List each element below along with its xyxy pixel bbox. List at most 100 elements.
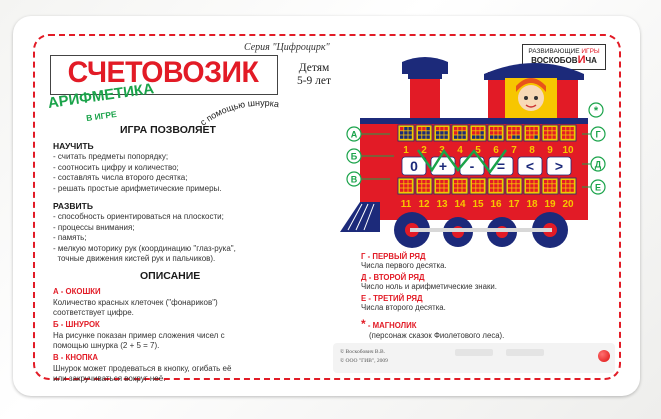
window-cell: 9	[541, 124, 559, 156]
window-number: 6	[493, 145, 499, 156]
legend-row-magnolik: * - МАГНОЛИК (персонаж сказок Фиолетовог…	[361, 317, 504, 340]
window-cell: 7	[505, 124, 523, 156]
desc-item-b: Б - ШНУРОК На рисунке показан пример сло…	[53, 320, 225, 352]
window-cell: 17	[505, 177, 523, 210]
sign-symbol: >	[555, 158, 563, 174]
list-item: - составлять числа второго десятка;	[53, 173, 188, 183]
legend-row-e: Е - ТРЕТИЙ РЯД Числа второго десятка.	[361, 294, 446, 312]
legend-text: Числа второго десятка.	[361, 303, 446, 312]
cowcatcher	[340, 202, 380, 232]
window-cell: 16	[487, 177, 505, 210]
row-label-letter: Д	[595, 160, 602, 170]
row-label-letter: А	[351, 130, 358, 140]
window-number: 17	[508, 199, 520, 210]
window-cell: 11	[397, 177, 415, 210]
legend-text: (персонаж сказок Фиолетового леса).	[369, 331, 505, 340]
legend-title: * - МАГНОЛИК	[361, 317, 504, 331]
desc-title: В - КНОПКА	[53, 353, 99, 362]
window-cell: 15	[469, 177, 487, 210]
sign-cell: 0	[401, 156, 427, 176]
brand-line1: РАЗВИВАЮЩИЕ	[528, 48, 580, 55]
window-cell: 4	[451, 124, 469, 156]
rope	[417, 148, 507, 175]
sign-symbol: <	[526, 158, 534, 174]
list-item: - считать предметы попорядку;	[53, 152, 169, 161]
list-item: - решать простые арифметические примеры.	[53, 183, 222, 193]
desc-item-c: В - КНОПКА Шнурок может продеваться в кн…	[53, 353, 231, 385]
window-cell: 20	[559, 177, 577, 210]
window-number: 2	[421, 145, 427, 156]
copyright-1: © Воскобович В.В.	[340, 349, 386, 355]
wheels	[394, 212, 568, 248]
title-frame	[50, 55, 278, 95]
desc-text: помощью шнурка (2 + 5 = 7).	[53, 341, 160, 350]
row-2-signs: 0+-=<>	[401, 156, 572, 176]
brand-line2a: ВОСКОБОВ	[531, 56, 578, 65]
desc-text: Шнурок может продеваться в кнопку, огиба…	[53, 363, 232, 373]
legend-title: Д - ВТОРОЙ РЯД	[361, 273, 425, 282]
sign-symbol: -	[470, 158, 475, 174]
window-cell: 3	[433, 124, 451, 156]
window-cell: 12	[415, 177, 433, 210]
window-number: 9	[547, 145, 553, 156]
desc-title: Б - ШНУРОК	[53, 320, 100, 329]
list-item: - способность ориентироваться на плоскос…	[53, 212, 224, 221]
row-labels: А Б В Г Д Е	[346, 126, 606, 195]
window-number: 18	[526, 199, 538, 210]
window-cell: 6	[487, 124, 505, 156]
smokestack	[402, 57, 448, 118]
legend-row-g: Г - ПЕРВЫЙ РЯД Числа первого десятка.	[361, 252, 447, 270]
legend-text: Число ноль и арифметические знаки.	[361, 282, 497, 291]
legend-text: Числа первого десятка.	[361, 261, 447, 270]
description-heading: ОПИСАНИЕ	[140, 270, 201, 282]
window-number: 10	[562, 145, 574, 156]
row-label: В	[346, 171, 390, 187]
star-icon: *	[361, 317, 366, 331]
window-number: 7	[511, 145, 517, 156]
desc-text: Количество красных клеточек ("фонариков"…	[53, 297, 218, 307]
list-item: - мелкую моторику рук (координацию "глаз…	[53, 243, 236, 253]
window-cell: 19	[541, 177, 559, 210]
ghost-button	[506, 349, 544, 356]
rope-line2: шнурка	[247, 98, 280, 109]
legend-title: Е - ТРЕТИЙ РЯД	[361, 294, 423, 303]
window-number: 4	[457, 145, 463, 156]
row-label-letter: Б	[351, 152, 358, 162]
sign-cell: <	[517, 156, 543, 176]
sign-symbol: +	[439, 158, 447, 174]
rope-subtitle: с помощью шнурка	[198, 98, 280, 128]
list-item: - соотносить цифру и количество;	[53, 162, 179, 172]
row-label-letter: Е	[595, 183, 601, 193]
brand-line1b: ИГРЫ	[581, 48, 600, 55]
teach-heading: НАУЧИТЬ	[53, 141, 94, 151]
teach-list: - считать предметы попорядку; - соотноси…	[53, 152, 222, 194]
legend-title-text: - МАГНОЛИК	[367, 321, 417, 330]
row-label: А	[346, 126, 390, 142]
row-label: Б	[346, 148, 394, 164]
window-cell: 1	[397, 124, 415, 156]
window-number: 16	[490, 199, 502, 210]
age-label: Детям 5-9 лет	[288, 62, 340, 88]
window-cell: 2	[415, 124, 433, 156]
row-label-letter: Г	[595, 130, 600, 140]
window-number: 3	[439, 145, 445, 156]
desc-title: А - ОКОШКИ	[53, 287, 101, 296]
window-number: 20	[562, 199, 574, 210]
dashed-border	[33, 34, 621, 380]
magnet-dot	[598, 350, 610, 362]
desc-text: На рисунке показан пример сложения чисел…	[53, 330, 225, 340]
window-cell: 13	[433, 177, 451, 210]
window-cell: 8	[523, 124, 541, 156]
window-cell: 14	[451, 177, 469, 210]
list-item: - память;	[53, 233, 87, 243]
game-allows-heading: ИГРА ПОЗВОЛЯЕТ	[120, 124, 216, 136]
develop-heading: РАЗВИТЬ	[53, 201, 93, 211]
bottom-strip	[333, 343, 615, 373]
row-label-letter: В	[351, 175, 358, 185]
window-number: 11	[401, 199, 412, 210]
window-number: 19	[544, 199, 556, 210]
list-item: точные движения кистей рук и пальчиков).	[53, 254, 216, 264]
